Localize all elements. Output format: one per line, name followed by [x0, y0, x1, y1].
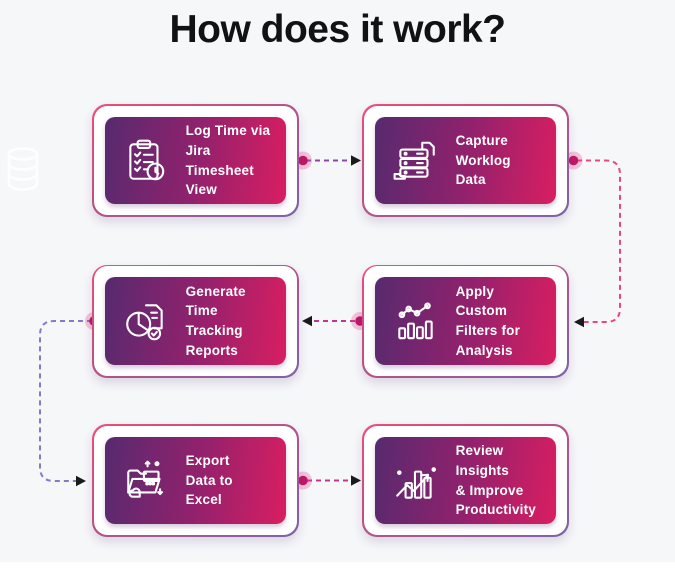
database-watermark-icon	[7, 147, 39, 191]
arrowhead-icon	[76, 475, 86, 487]
growth-chart-icon	[391, 457, 441, 505]
card-title: Capture Worklog Data	[455, 133, 511, 188]
arrowhead-icon	[351, 475, 361, 486]
bottom-white-strip	[0, 562, 675, 570]
card-title: Generate Time Tracking Reports	[185, 283, 246, 358]
card-export-excel: Export Data to Excel	[92, 424, 299, 537]
card-title: Review Insights & Improve Productivity	[455, 443, 537, 518]
arrowhead-icon	[574, 316, 584, 328]
card-review-insights: Review Insights & Improve Productivity	[362, 424, 569, 537]
card-log-time: Log Time via Jira Timesheet View	[92, 104, 299, 217]
page-title: How does it work?	[169, 8, 506, 51]
arrowhead-icon	[302, 315, 312, 327]
card-generate-reports: Generate Time Tracking Reports	[92, 264, 299, 378]
export-folder-icon	[121, 457, 171, 505]
card-title: Apply Custom Filters for Analysis	[455, 283, 521, 358]
pie-chart-report-icon	[121, 297, 171, 345]
server-stack-document-icon	[391, 137, 441, 185]
card-capture-worklog: Capture Worklog Data	[362, 104, 569, 217]
card-title: Log Time via Jira Timesheet View	[185, 123, 271, 198]
connector-reports-to-export	[39, 320, 92, 482]
connector-capture-to-filters	[577, 159, 621, 323]
arrowhead-icon	[351, 155, 361, 166]
clipboard-checklist-clock-icon	[121, 137, 171, 185]
card-apply-filters: Apply Custom Filters for Analysis	[362, 264, 569, 378]
line-bar-chart-icon	[391, 297, 441, 345]
card-title: Export Data to Excel	[185, 453, 233, 508]
